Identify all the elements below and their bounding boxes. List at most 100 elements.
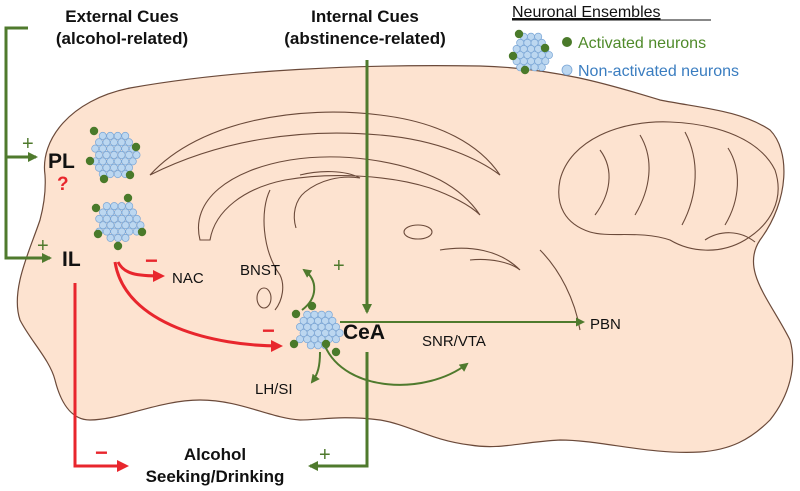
non-activated-neuron <box>99 221 107 230</box>
non-activated-neuron <box>132 151 141 159</box>
non-activated-neuron <box>98 144 107 153</box>
non-activated-neuron <box>106 221 115 230</box>
non-activated-neuron <box>106 157 115 166</box>
non-activated-neuron <box>125 227 134 236</box>
ventricle-curve <box>263 189 284 311</box>
non-activated-neuron <box>102 202 111 211</box>
non-activated-neuron <box>106 208 115 217</box>
snr-vta-label: SNR/VTA <box>422 333 486 350</box>
activated-neuron <box>137 227 147 237</box>
internal-cues-subtitle: (abstinence-related) <box>284 29 446 48</box>
non-activated-neuron <box>530 63 539 72</box>
non-activated-neuron <box>106 131 115 140</box>
cea-minus-sign: − <box>262 318 275 343</box>
pl-label: PL <box>48 150 75 173</box>
external-cues-bracket-line <box>4 26 52 263</box>
pl-neuron-cluster <box>85 126 141 184</box>
nac-label: NAC <box>172 270 204 287</box>
legend-title: Neuronal Ensembles <box>512 4 661 21</box>
non-activated-neuron <box>117 138 126 147</box>
il-plus-sign: + <box>37 235 49 257</box>
non-activated-neuron <box>110 227 119 236</box>
non-activated-neuron <box>541 57 550 66</box>
il-neuron-cluster <box>91 193 147 251</box>
activated-neuron <box>89 126 99 136</box>
il-to-nac-arrow <box>116 261 165 282</box>
cerebellum-folia-4 <box>724 147 738 226</box>
non-activated-neuron <box>121 208 130 217</box>
non-activated-neuron <box>95 138 103 147</box>
behavior-minus-sign: − <box>95 440 108 465</box>
non-activated-neuron <box>114 221 122 230</box>
non-activated-neuron <box>121 221 130 230</box>
activated-neuron <box>91 203 101 213</box>
non-activated-neuron <box>98 131 107 140</box>
outcome-title: Alcohol <box>184 445 246 464</box>
activated-neuron <box>131 142 141 152</box>
non-activated-neuron <box>132 214 141 223</box>
outcome-subtitle: Seeking/Drinking <box>146 467 285 486</box>
activated-neuron <box>520 65 530 75</box>
cea-plus-sign: + <box>333 255 345 277</box>
non-activated-neuron <box>125 151 133 159</box>
legend-activated-label: Activated neurons <box>578 35 706 52</box>
external-cues-arrows: + + <box>4 26 52 263</box>
non-activated-neuron <box>102 163 111 172</box>
non-activated-neuron <box>99 208 107 217</box>
non-activated-neuron <box>335 329 344 338</box>
non-activated-neuron <box>113 131 122 140</box>
non-activated-neuron <box>102 227 111 236</box>
behavior-plus-sign: + <box>319 444 331 466</box>
activated-neuron <box>85 156 95 166</box>
cea-to-lhsi-arrow <box>310 351 321 384</box>
non-activated-neuron <box>102 138 111 147</box>
non-activated-neuron <box>117 214 126 223</box>
non-activated-neuron <box>113 170 122 179</box>
activated-neuron <box>331 347 341 357</box>
non-activated-neuron <box>95 214 104 223</box>
non-activated-neuron <box>110 202 119 211</box>
non-activated-neuron <box>129 208 137 217</box>
internal-cues-title: Internal Cues <box>311 7 419 26</box>
non-activated-neuron <box>534 32 543 41</box>
cea-to-behavior-arrow <box>308 352 369 471</box>
hypothalamus-curve <box>439 247 521 271</box>
non-activated-neuron <box>121 233 130 242</box>
non-activated-neuron <box>106 144 115 153</box>
non-activated-neuron <box>110 163 118 172</box>
cerebellum-folia-1 <box>594 149 610 216</box>
non-activated-neuron <box>113 144 122 153</box>
non-activated-neuron <box>102 214 111 223</box>
activated-neuron <box>540 43 550 53</box>
cerebellum-outline <box>558 121 779 251</box>
activated-neuron <box>291 309 301 319</box>
non-activated-neuron <box>110 151 118 159</box>
non-activated-neuron <box>332 322 340 331</box>
non-activated-neuron <box>125 202 134 211</box>
non-activated-neuron <box>545 51 553 60</box>
activated-neuron <box>125 170 135 180</box>
non-activated-neuron <box>136 221 145 230</box>
legend-neuron-cluster <box>508 29 553 75</box>
activated-neuron <box>321 339 331 349</box>
non-activated-neuron <box>537 63 546 72</box>
activated-neuron <box>514 29 524 39</box>
external-cues-title: External Cues <box>65 7 178 26</box>
external-cues-subtitle: (alcohol-related) <box>56 29 188 48</box>
cea-neuron-cluster <box>289 301 344 357</box>
non-activated-neuron <box>129 221 137 230</box>
fornix-curve <box>293 171 361 229</box>
activated-neuron <box>289 339 299 349</box>
non-activated-neuron <box>125 163 133 172</box>
non-activated-neuron <box>117 202 126 211</box>
corpus-callosum <box>149 111 501 176</box>
non-activated-neuron <box>110 138 118 147</box>
pbn-label: PBN <box>590 316 621 333</box>
activated-neuron <box>113 241 123 251</box>
non-activated-neuron <box>314 341 322 350</box>
legend-non-activated-dot <box>561 64 573 76</box>
non-activated-neuron <box>125 214 134 223</box>
activated-neuron <box>99 174 109 184</box>
bnst-label: BNST <box>240 262 280 279</box>
pl-question-mark: ? <box>57 174 69 195</box>
